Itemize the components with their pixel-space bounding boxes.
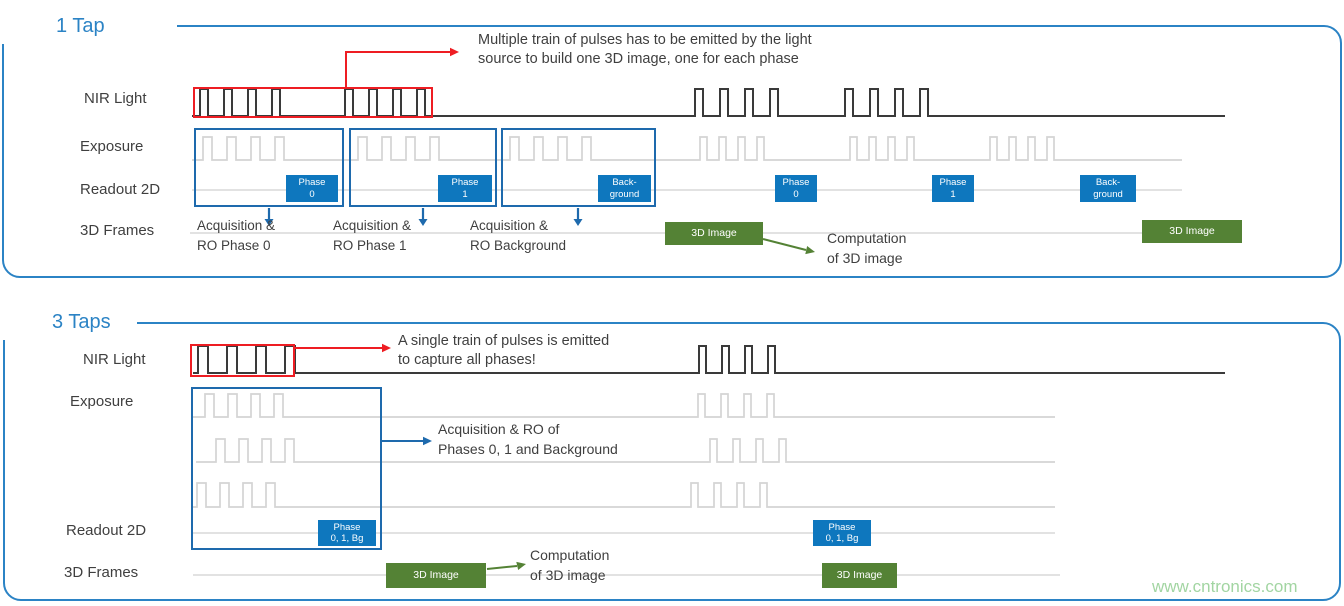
row-label-readout-2d: Readout 2D — [80, 181, 161, 198]
row-label-exposure: Exposure — [80, 138, 144, 155]
row-label-readout-2d: Readout 2D — [66, 522, 147, 539]
chip-text-line: 1 — [462, 188, 468, 200]
chip-text-line: 3D Image — [836, 569, 883, 582]
watermark: www.cntronics.com — [1152, 577, 1298, 596]
panel-title-1-tap: 1 Tap — [0, 8, 177, 44]
green-computation-arrow-1-tap — [762, 238, 807, 251]
waveform-exposure-tap1-3-taps — [193, 393, 1055, 418]
waveform-exposure-tap2-3-taps — [196, 438, 1055, 463]
waveform-exposure-1-tap — [192, 136, 1182, 161]
chip-text-line: Phase — [333, 521, 361, 533]
acquisition-box-phase0-1-tap — [194, 128, 344, 207]
note-text-line: Phases 0, 1 and Background — [438, 441, 618, 457]
chip-text-line: 3D Image — [691, 227, 737, 240]
chip-3d-image: 3D Image — [822, 563, 897, 588]
chip-back-ground: Back-ground — [1080, 175, 1136, 202]
chip-3d-image: 3D Image — [1142, 220, 1242, 243]
waveform-exposure-tap3-3-taps — [193, 482, 1055, 508]
panel-border-3-taps — [3, 322, 1341, 601]
note-text-line: A single train of pulses is emitted — [398, 333, 610, 349]
note-text-line: RO Background — [470, 238, 567, 253]
green-computation-arrow-3-taps-head — [516, 561, 526, 571]
chip-text-line: ground — [609, 188, 640, 200]
note-text-line: RO Phase 1 — [333, 238, 407, 253]
chip-text-line: Back- — [612, 177, 637, 189]
chip-3d-image: 3D Image — [665, 222, 763, 245]
red-callout-box-1-tap — [193, 87, 433, 118]
note-acq-phase0-1-tap: Acquisition & RO Phase 0 — [197, 216, 275, 256]
panel-title-3-taps: 3 Taps — [0, 304, 137, 340]
note-multiple-trains-1-tap: Multiple train of pulses has to be emitt… — [478, 31, 812, 69]
note-text-line: Computation — [530, 547, 610, 563]
chip-text-line: Phase — [782, 177, 810, 189]
note-text-line: of 3D image — [530, 567, 606, 583]
waveform-nir-light-3-taps — [193, 345, 1225, 374]
note-single-train-3-taps: A single train of pulses is emitted to ca… — [398, 332, 609, 370]
chip-text-line: 0, 1, Bg — [330, 533, 364, 544]
chip-text-line: Back- — [1095, 177, 1121, 189]
chip-text-line: 3D Image — [413, 569, 459, 582]
note-text-line: Multiple train of pulses has to be emitt… — [478, 32, 812, 48]
down-arrow-0-head-1-tap — [264, 219, 274, 226]
note-computation-3-taps: Computation of 3D image — [530, 545, 609, 585]
chip-text-line: ground — [1093, 188, 1123, 200]
chip-text-line: 0, 1, Bg — [825, 533, 859, 544]
note-text-line: Acquisition & RO of — [438, 421, 560, 437]
note-computation-1-tap: Computation of 3D image — [827, 228, 906, 268]
red-callout-arrow-1-tap-head — [450, 47, 459, 57]
blue-acquisition-arrow-3-taps-head — [423, 436, 432, 446]
chip-text-line: Phase — [451, 177, 479, 189]
note-acq-phase1-1-tap: Acquisition & RO Phase 1 — [333, 216, 411, 256]
chip-text-line: 3D Image — [1169, 225, 1215, 238]
note-text-line: Acquisition & — [333, 218, 412, 233]
acquisition-box-all-phases-3-taps — [191, 387, 382, 550]
green-computation-arrow-3-taps — [486, 565, 518, 570]
row-label-3d-frames: 3D Frames — [64, 564, 139, 581]
note-text-line: to capture all phases! — [398, 352, 536, 368]
chip-3d-image: 3D Image — [386, 563, 486, 588]
chip-text-line: Phase — [298, 177, 326, 189]
note-acq-all-3-taps: Acquisition & RO of Phases 0, 1 and Backg… — [438, 419, 618, 459]
chip-text-line: Phase — [939, 177, 967, 189]
note-text-line: Computation — [827, 230, 907, 246]
chip-back-ground: Back-ground — [598, 175, 651, 202]
chip-text-line: 0 — [309, 188, 315, 200]
acquisition-box-background-1-tap — [501, 128, 656, 207]
red-callout-box-3-taps — [190, 344, 295, 377]
chip-text-line: Phase — [828, 521, 856, 533]
down-arrow-2-head-1-tap — [573, 219, 583, 226]
panel-border-1-tap — [2, 25, 1342, 278]
waveform-nir-light-1-tap — [192, 88, 1225, 117]
chip-text-line: 0 — [793, 188, 799, 200]
note-text-line: Acquisition & — [197, 218, 276, 233]
row-label-3d-frames: 3D Frames — [80, 222, 155, 239]
down-arrow-1-head-1-tap — [418, 219, 428, 226]
green-computation-arrow-1-tap-head — [805, 245, 815, 255]
note-acq-background-1-tap: Acquisition & RO Background — [470, 216, 566, 256]
row-label-nir-light: NIR Light — [83, 351, 146, 368]
note-text-line: RO Phase 0 — [197, 238, 271, 253]
red-callout-arrow-3-taps-head — [382, 343, 391, 353]
note-text-line: of 3D image — [827, 250, 903, 266]
row-label-exposure: Exposure — [70, 393, 134, 410]
note-text-line: Acquisition & — [470, 218, 549, 233]
chip-text-line: 1 — [950, 188, 956, 200]
acquisition-box-phase1-1-tap — [349, 128, 497, 207]
note-text-line: source to build one 3D image, one for ea… — [478, 51, 799, 67]
red-callout-arrow-1-tap — [345, 51, 450, 87]
row-label-nir-light: NIR Light — [84, 90, 147, 107]
